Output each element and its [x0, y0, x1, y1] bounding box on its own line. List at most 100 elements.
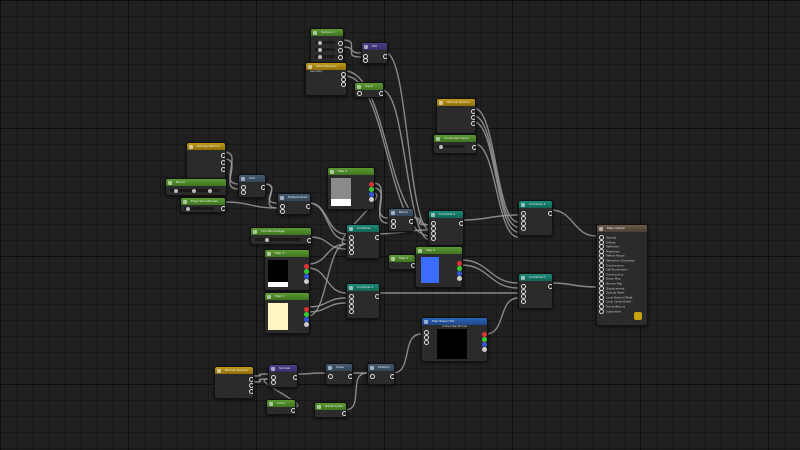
combine-node-mid[interactable]: Combine	[346, 224, 380, 259]
output-socket[interactable]	[472, 145, 476, 150]
output-socket[interactable]	[291, 408, 295, 413]
output-socket[interactable]	[249, 383, 253, 388]
map-node-gray[interactable]: Map 2	[327, 167, 375, 210]
input-socket[interactable]	[521, 294, 526, 299]
connection-wire[interactable]	[341, 39, 362, 54]
input-socket[interactable]	[599, 294, 604, 300]
output-socket[interactable]	[379, 91, 383, 96]
combine-node-right-upper[interactable]: Combine 3	[518, 200, 553, 236]
connection-wire[interactable]	[223, 201, 278, 209]
input-socket[interactable]	[349, 240, 354, 245]
input-socket[interactable]	[280, 209, 285, 214]
input-socket[interactable]	[424, 335, 429, 340]
output-socket-b[interactable]	[457, 271, 462, 276]
connection-wire[interactable]	[344, 372, 368, 411]
connection-wire[interactable]	[341, 192, 378, 245]
tint-slider[interactable]	[255, 237, 301, 242]
output-socket-r[interactable]	[304, 307, 309, 312]
connection-wire[interactable]	[392, 333, 422, 374]
material-slot[interactable]: Opacity Mask	[599, 290, 624, 296]
connection-wire[interactable]	[385, 52, 431, 231]
output-socket[interactable]	[341, 72, 346, 77]
output-socket-a[interactable]	[304, 322, 309, 327]
connection-wire[interactable]	[377, 229, 429, 235]
tint-percentage-node[interactable]: Tint Percentage	[250, 227, 312, 245]
combine-node-mid-lower[interactable]: Combine 4	[346, 283, 380, 319]
input-socket[interactable]	[241, 190, 246, 195]
output-socket-g[interactable]	[457, 266, 462, 271]
map-node-small-blue[interactable]: Map 5	[388, 254, 416, 270]
input-socket[interactable]	[349, 304, 354, 309]
connection-wire[interactable]	[381, 89, 431, 241]
input-socket[interactable]	[599, 262, 604, 268]
output-socket-g[interactable]	[369, 187, 374, 192]
connection-wire[interactable]	[307, 243, 347, 317]
input-socket[interactable]	[391, 219, 396, 224]
material-slot[interactable]: Reflect Rough	[599, 253, 625, 259]
input-socket[interactable]	[599, 267, 604, 273]
input-socket[interactable]	[357, 91, 362, 96]
material-slot[interactable]: Self-Illumination	[599, 267, 628, 273]
output-socket[interactable]	[548, 211, 552, 216]
input-socket[interactable]	[599, 244, 604, 250]
output-socket-g[interactable]	[304, 312, 309, 317]
connection-wire[interactable]	[460, 259, 519, 284]
input-socket[interactable]	[599, 290, 604, 296]
output-socket-g[interactable]	[304, 269, 309, 274]
map-node-cream[interactable]: Map 4	[264, 292, 310, 334]
bitmap-texture-node-left[interactable]: Bitmap Texture	[186, 142, 226, 180]
material-slot[interactable]: Reflection	[599, 244, 619, 250]
output-socket[interactable]	[221, 153, 225, 158]
blend-node[interactable]: Blend	[388, 208, 414, 232]
output-socket-a[interactable]	[482, 347, 487, 352]
input-socket[interactable]	[349, 294, 354, 299]
map-node-blue[interactable]: Map 6	[415, 246, 463, 288]
material-slot[interactable]: Diffuse	[599, 239, 615, 245]
output-socket[interactable]	[338, 55, 343, 60]
map-node-black[interactable]: Map 3	[264, 249, 310, 291]
input-socket[interactable]	[431, 221, 436, 226]
output-socket[interactable]	[261, 185, 265, 190]
output-socket[interactable]	[342, 411, 346, 416]
output-socket[interactable]	[471, 115, 475, 120]
output-socket[interactable]	[338, 48, 343, 53]
controlled-value-node[interactable]: Controlled Value	[433, 134, 477, 154]
input-socket[interactable]	[349, 309, 354, 314]
param-slider[interactable]	[437, 144, 465, 149]
output-socket-a[interactable]	[369, 197, 374, 202]
output-socket-b[interactable]	[304, 274, 309, 279]
connection-wire[interactable]	[251, 378, 269, 383]
sample-node[interactable]: Sample	[268, 364, 298, 388]
output-socket[interactable]	[338, 41, 343, 46]
input-socket[interactable]	[349, 299, 354, 304]
output-socket-a[interactable]	[457, 276, 462, 281]
param-slider[interactable]	[315, 47, 335, 52]
output-socket[interactable]	[348, 374, 352, 379]
scale-node[interactable]: Scale	[325, 363, 353, 385]
output-socket-g[interactable]	[482, 337, 487, 342]
output-socket[interactable]	[471, 121, 475, 126]
output-socket[interactable]	[459, 221, 463, 226]
input-socket[interactable]	[599, 276, 604, 282]
output-socket[interactable]	[375, 294, 379, 299]
output-socket-b[interactable]	[304, 317, 309, 322]
input-socket[interactable]	[328, 374, 333, 379]
input-socket[interactable]	[391, 224, 396, 229]
input-socket[interactable]	[349, 245, 354, 250]
material-slot[interactable]: Normal Map	[599, 281, 622, 286]
connection-wire[interactable]	[307, 302, 347, 313]
output-socket-r[interactable]	[482, 332, 487, 337]
mix-node[interactable]: Mix	[361, 42, 388, 64]
input-socket[interactable]	[271, 380, 276, 385]
input-socket[interactable]	[521, 226, 526, 231]
blend-slider-node[interactable]: Blend	[165, 178, 227, 196]
input-socket[interactable]	[271, 375, 276, 380]
connection-wire[interactable]	[295, 372, 326, 375]
output-socket[interactable]	[221, 160, 225, 165]
param-slider[interactable]	[315, 40, 335, 45]
connection-wire[interactable]	[308, 202, 347, 241]
output-socket[interactable]	[409, 219, 413, 224]
connection-wire[interactable]	[474, 143, 519, 238]
connection-wire[interactable]	[461, 214, 519, 221]
connection-wire[interactable]	[307, 297, 347, 308]
